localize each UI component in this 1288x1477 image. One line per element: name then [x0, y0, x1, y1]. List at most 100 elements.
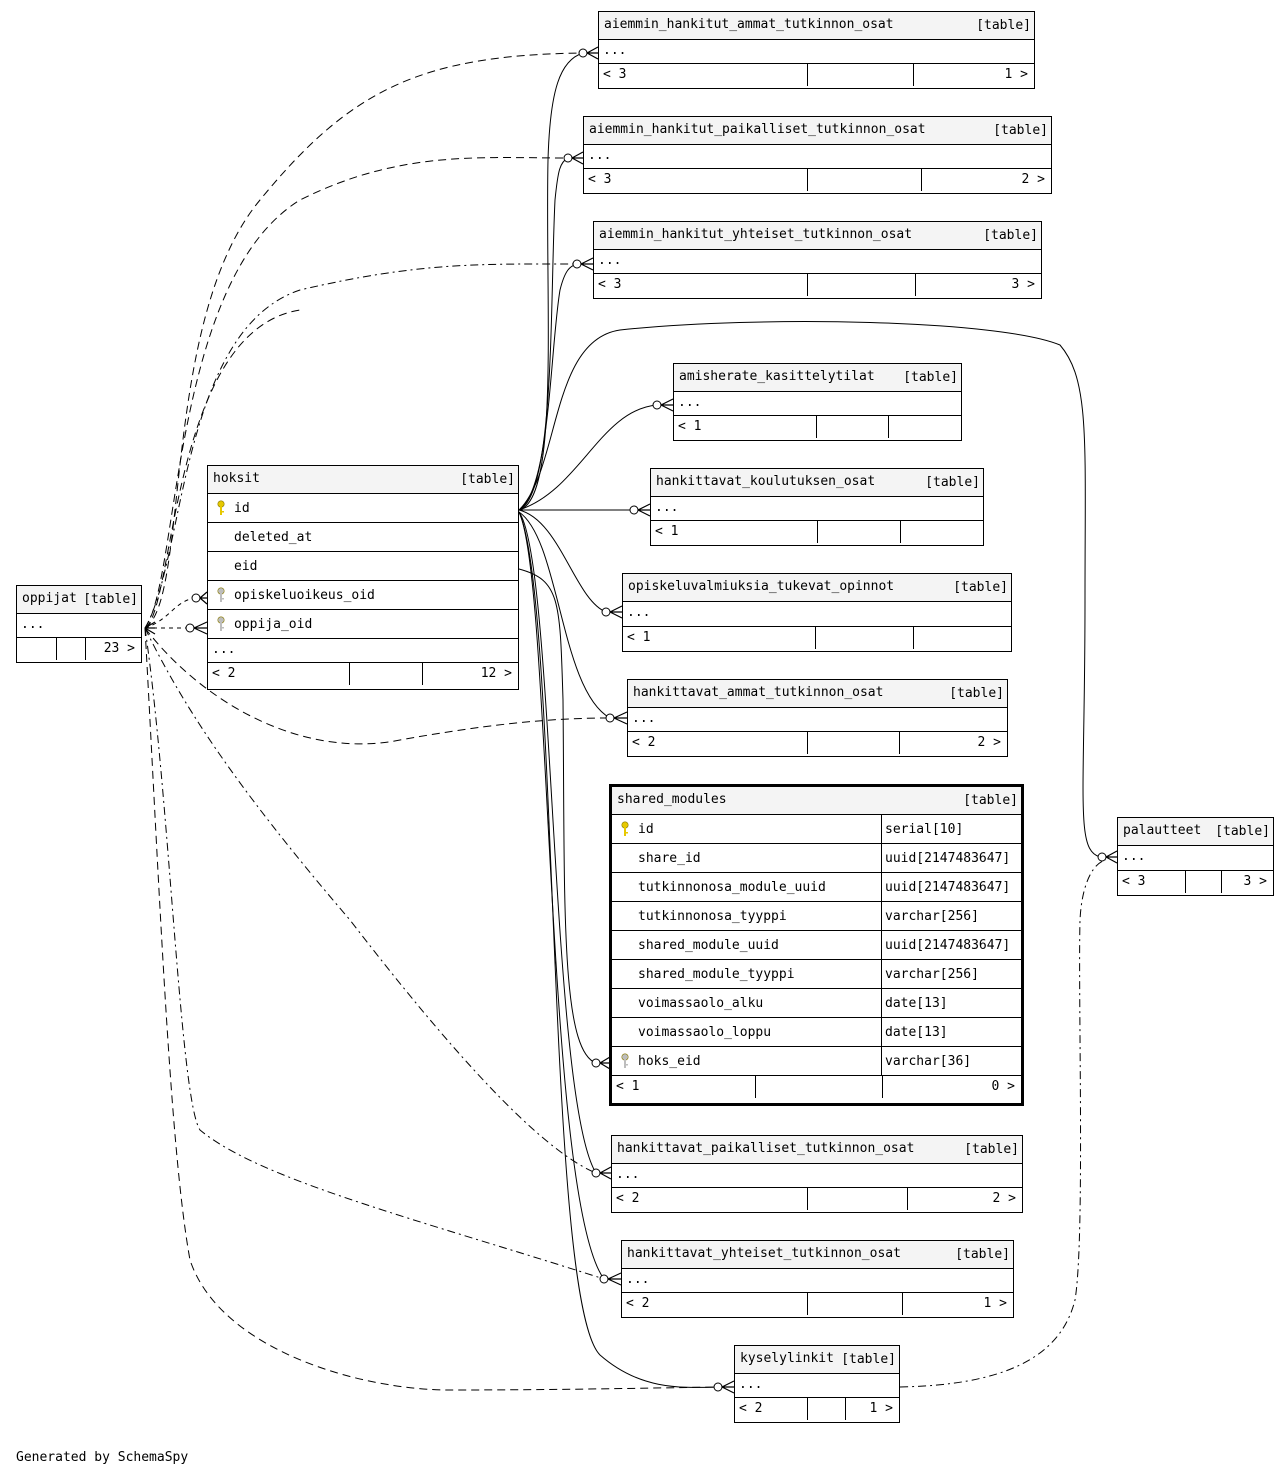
column-name: voimassaolo_loppu	[638, 1025, 772, 1040]
ellipsis: ...	[588, 148, 612, 163]
children-count[interactable]: 1 >	[1004, 67, 1028, 82]
ellipsis: ...	[655, 500, 679, 515]
link-hoksit-paikalliset	[518, 511, 597, 1174]
column-type: varchar[256]	[885, 909, 979, 924]
children-count[interactable]: 2 >	[1021, 172, 1045, 187]
table-footer: < 2 12 >	[208, 663, 518, 685]
parents-count[interactable]: < 1	[616, 1079, 640, 1094]
table-header: shared_modules[table]	[612, 787, 1021, 815]
table-header: hoksit[table]	[208, 466, 518, 494]
column-row[interactable]: eid	[208, 552, 518, 581]
table-tag: [table]	[964, 1142, 1019, 1157]
parents-count[interactable]: < 1	[627, 630, 651, 645]
children-count[interactable]: 1 >	[983, 1296, 1007, 1311]
parents-count[interactable]: < 3	[588, 172, 612, 187]
children-count[interactable]: 2 >	[977, 735, 1001, 750]
table-name: oppijat	[22, 591, 77, 606]
parents-count[interactable]: < 1	[678, 419, 702, 434]
table-tag: [table]	[949, 686, 1004, 701]
children-count[interactable]: 3 >	[1011, 277, 1035, 292]
link-oppijat-kyselylinkit	[144, 627, 719, 1391]
link-hoksit-kyselylinkit	[518, 511, 719, 1388]
parents-count[interactable]: < 3	[1122, 874, 1146, 889]
column-name: id	[234, 501, 250, 516]
column-name: shared_module_tyyppi	[638, 967, 795, 982]
table-hankittavat-koulutuksen-osat[interactable]: hankittavat_koulutuksen_osat[table] ... …	[650, 468, 984, 546]
column-row[interactable]: deleted_at	[208, 523, 518, 552]
column-row[interactable]: opiskeluoikeus_oid	[208, 581, 518, 610]
table-name: hankittavat_ammat_tutkinnon_osat	[633, 685, 884, 700]
parents-count[interactable]: < 2	[212, 666, 236, 681]
parents-count[interactable]: < 3	[603, 67, 627, 82]
column-row[interactable]: shared_module_tyyppi varchar[256]	[612, 960, 1021, 989]
table-opiskeluvalmiuksia-tukevat-opinnot[interactable]: opiskeluvalmiuksia_tukevat_opinnot[table…	[622, 573, 1012, 652]
table-hankittavat-yhteiset-tutkinnon-osat[interactable]: hankittavat_yhteiset_tutkinnon_osat[tabl…	[621, 1240, 1014, 1318]
children-count[interactable]: 12 >	[480, 666, 512, 681]
column-row[interactable]: id	[208, 494, 518, 523]
table-header: aiemmin_hankitut_yhteiset_tutkinnon_osat…	[594, 222, 1041, 250]
parents-count[interactable]: < 1	[655, 524, 679, 539]
foreign-key-icon	[217, 587, 225, 602]
table-oppijat[interactable]: oppijat[table] ... 23 >	[16, 585, 142, 663]
table-header: aiemmin_hankitut_ammat_tutkinnon_osat[ta…	[599, 12, 1034, 40]
children-count[interactable]: 23 >	[103, 641, 135, 656]
table-name: aiemmin_hankitut_yhteiset_tutkinnon_osat	[599, 227, 913, 242]
table-tag: [table]	[976, 18, 1031, 33]
table-hankittavat-ammat-tutkinnon-osat[interactable]: hankittavat_ammat_tutkinnon_osat[table] …	[627, 679, 1008, 757]
table-tag: [table]	[993, 123, 1048, 138]
table-name: shared_modules	[617, 792, 727, 807]
ellipsis: ...	[603, 43, 627, 58]
table-tag: [table]	[841, 1352, 896, 1367]
children-count[interactable]: 0 >	[991, 1079, 1015, 1094]
table-footer: < 2 2 >	[628, 732, 1007, 754]
children-count[interactable]: 3 >	[1243, 874, 1267, 889]
link-hoksit-opiskeluvalmiuksia	[518, 509, 607, 613]
link-oppijat-aiemmin-ammat	[144, 52, 584, 629]
parents-count[interactable]: < 2	[739, 1401, 763, 1416]
table-hankittavat-paikalliset-tutkinnon-osat[interactable]: hankittavat_paikalliset_tutkinnon_osat [t…	[611, 1135, 1023, 1213]
foreign-key-icon	[217, 616, 225, 631]
parents-count[interactable]: < 2	[616, 1191, 640, 1206]
parents-count[interactable]: < 3	[598, 277, 622, 292]
children-count[interactable]: 1 >	[869, 1401, 893, 1416]
ellipsis: ...	[1122, 849, 1146, 864]
table-aiemmin-hankitut-yhteiset-tutkinnon-osat[interactable]: aiemmin_hankitut_yhteiset_tutkinnon_osat…	[593, 221, 1042, 299]
link-oppijat-hankittavat-ammat	[144, 627, 611, 745]
children-count[interactable]: 2 >	[992, 1191, 1016, 1206]
column-name: voimassaolo_alku	[638, 996, 764, 1011]
parents-count[interactable]: < 2	[626, 1296, 650, 1311]
column-type: varchar[256]	[885, 967, 979, 982]
table-footer: < 1	[623, 627, 1011, 649]
table-header: oppijat[table]	[17, 586, 141, 614]
table-aiemmin-hankitut-ammat-tutkinnon-osat[interactable]: aiemmin_hankitut_ammat_tutkinnon_osat[ta…	[598, 11, 1035, 89]
ellipsis-row: ...	[208, 639, 518, 663]
table-footer: < 2 1 >	[735, 1398, 899, 1420]
parents-count[interactable]: < 2	[632, 735, 656, 750]
table-name: hankittavat_paikalliset_tutkinnon_osat	[617, 1141, 915, 1156]
table-footer: 23 >	[17, 638, 141, 660]
ellipsis-row: ...	[623, 602, 1011, 627]
table-aiemmin-hankitut-paikalliset-tutkinnon-osat[interactable]: aiemmin_hankitut_paikalliset_tutkinnon_o…	[583, 116, 1052, 194]
ellipsis: ...	[626, 1272, 650, 1287]
table-footer: < 2 1 >	[622, 1293, 1013, 1315]
table-amisherate-kasittelytilat[interactable]: amisherate_kasittelytilat[table] ... < 1	[673, 363, 962, 441]
column-row[interactable]: oppija_oid	[208, 610, 518, 639]
table-name: aiemmin_hankitut_paikalliset_tutkinnon_o…	[589, 122, 926, 137]
table-name: opiskeluvalmiuksia_tukevat_opinnot	[628, 579, 895, 594]
column-name: shared_module_uuid	[638, 938, 779, 953]
link-kyselylinkit-palautteet	[899, 859, 1107, 1388]
ellipsis-row: ...	[594, 250, 1041, 274]
table-tag: [table]	[955, 1247, 1010, 1262]
